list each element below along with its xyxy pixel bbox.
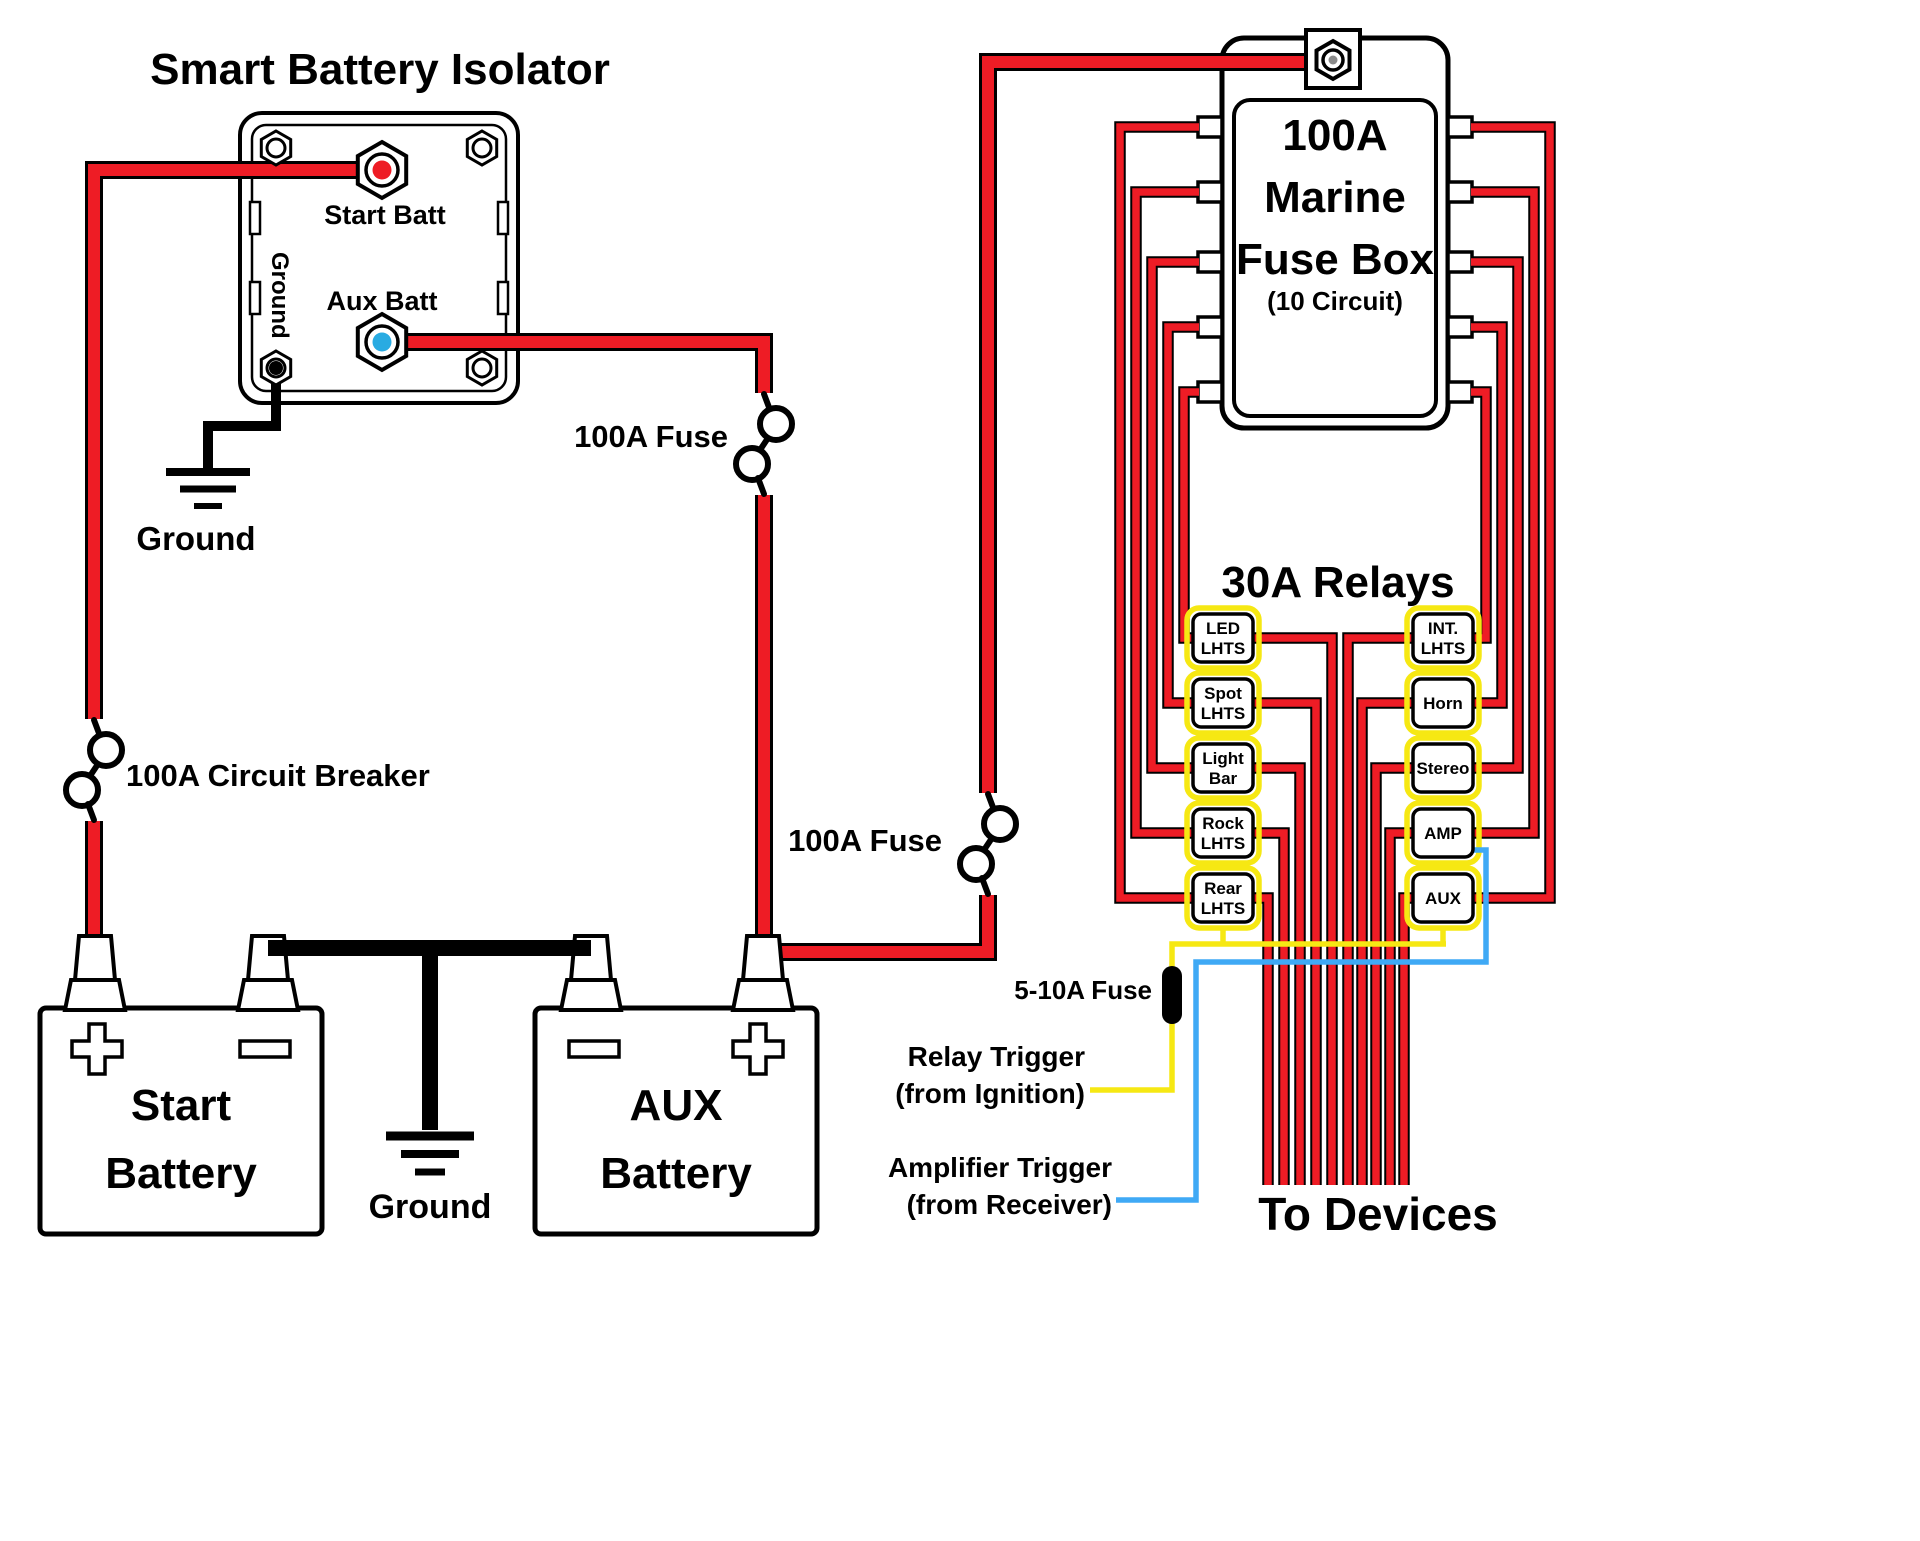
- circuit-breaker-label: 100A Circuit Breaker: [126, 758, 430, 793]
- small-fuse-label: 5-10A Fuse: [1014, 975, 1152, 1005]
- aux-battery-label-line1: AUX: [630, 1081, 723, 1130]
- relay-label: LHTS: [1201, 639, 1245, 658]
- isolator-slot: [248, 200, 262, 236]
- corner-screw-icon: [259, 129, 293, 167]
- aux-battery: AUX Battery: [532, 934, 820, 1237]
- fuse-box-tab: [1446, 250, 1474, 274]
- start-batt-terminal: [355, 139, 409, 201]
- isolator-title: Smart Battery Isolator: [150, 45, 610, 94]
- wire-start-batt-to-start-battery: [85, 161, 382, 950]
- battery-post: [62, 934, 301, 1012]
- small-fuse-icon: [1162, 966, 1182, 1024]
- fuse-box-tab: [1446, 380, 1474, 404]
- fuse-box-tab: [1446, 180, 1474, 204]
- battery-plus-icon: [70, 1022, 124, 1076]
- relay-box-aux: AUX: [1411, 872, 1475, 924]
- relay-box-int-lhts: INT. LHTS: [1411, 612, 1475, 664]
- relay-box-light-bar: Light Bar: [1191, 742, 1255, 794]
- relay-label: LHTS: [1421, 639, 1465, 658]
- ground-symbol-icon: [386, 1131, 474, 1176]
- isolator-inner-box: [250, 123, 508, 393]
- relay-label: INT.: [1428, 619, 1458, 638]
- ground-symbol-icon: [166, 468, 250, 509]
- fuse-label-mid: 100A Fuse: [788, 823, 942, 858]
- fuse-box-label-line3: Fuse Box: [1236, 235, 1435, 284]
- relay-label: Rear: [1204, 879, 1242, 898]
- relay-box-amp: AMP: [1411, 807, 1475, 859]
- relay-label: Spot: [1204, 684, 1242, 703]
- battery-ground-label: Ground: [369, 1188, 492, 1226]
- fuse-box-tab: [1446, 315, 1474, 339]
- fuse-box-tab: [1196, 250, 1224, 274]
- fuse-box-tab: [1196, 180, 1224, 204]
- relay-output-wires: [1253, 632, 1413, 1185]
- fuse-label-top: 100A Fuse: [574, 419, 728, 454]
- marine-fuse-box: 100A Marine Fuse Box (10 Circuit): [1196, 28, 1474, 418]
- isolator-slot: [248, 280, 262, 316]
- relay-label: AMP: [1424, 824, 1462, 843]
- isolator-slot: [496, 200, 510, 236]
- isolator-ground-terminal-label: Ground: [266, 252, 293, 339]
- relay-label: LED: [1206, 619, 1240, 638]
- fuse-box-label-line2: Marine: [1264, 173, 1406, 222]
- amplifier-trigger-label-line1: Amplifier Trigger: [888, 1152, 1112, 1183]
- isolator-slot: [496, 280, 510, 316]
- wire-aux-batt-to-aux-battery: [382, 333, 773, 950]
- to-devices-label: To Devices: [1258, 1188, 1497, 1240]
- corner-screw-icon: [465, 349, 499, 387]
- start-battery-label-line2: Battery: [105, 1149, 257, 1198]
- aux-batt-terminal: [355, 311, 409, 373]
- relay-label: Stereo: [1417, 759, 1470, 778]
- fuse-icon-mid: [957, 791, 1019, 897]
- fuse-box-tab: [1196, 315, 1224, 339]
- relay-trigger-label-line2: (from Ignition): [895, 1078, 1085, 1109]
- aux-battery-label-line2: Battery: [600, 1149, 752, 1198]
- wire-aux-battery-to-fuse-box: [763, 53, 1320, 961]
- corner-screw-icon: [465, 129, 499, 167]
- relay-label: Bar: [1209, 769, 1238, 788]
- amplifier-trigger-label-line2: (from Receiver): [907, 1189, 1112, 1220]
- battery-plus-icon: [731, 1022, 785, 1076]
- start-batt-terminal-label: Start Batt: [324, 200, 446, 230]
- fuse-box-terminal-icon: [1314, 38, 1352, 82]
- battery-minus-icon: [238, 1039, 292, 1059]
- amplifier-trigger-wire: [1116, 847, 1489, 1203]
- fuse-box-label-line1: 100A: [1282, 111, 1387, 160]
- fuse-box-inner: [1232, 98, 1438, 418]
- relay-label: Rock: [1202, 814, 1244, 833]
- fuse-box-label-line4: (10 Circuit): [1267, 286, 1403, 316]
- relay-label: AUX: [1425, 889, 1462, 908]
- battery-minus-icon: [567, 1039, 621, 1059]
- fuse-box-tab: [1446, 115, 1474, 139]
- battery-link-ground-wire: [268, 940, 591, 1130]
- relay-trigger-label-line1: Relay Trigger: [908, 1041, 1086, 1072]
- relay-box-spot-lhts: Spot LHTS: [1191, 677, 1255, 729]
- battery-isolator: [238, 111, 520, 405]
- isolator-ground-label: Ground: [136, 520, 255, 557]
- start-battery-label-line1: Start: [131, 1081, 232, 1130]
- fuse-icon-top: [733, 391, 795, 497]
- ground-terminal: [259, 349, 293, 387]
- relay-label: LHTS: [1201, 899, 1245, 918]
- relay-box-led-lhts: LED LHTS: [1191, 612, 1255, 664]
- circuit-breaker-icon: [63, 717, 125, 823]
- relay-box-rear-lhts: Rear LHTS: [1191, 872, 1255, 924]
- relay-label: Light: [1202, 749, 1244, 768]
- relay-box-rock-lhts: Rock LHTS: [1191, 807, 1255, 859]
- relay-label: Horn: [1423, 694, 1463, 713]
- fuse-box-tab: [1196, 380, 1224, 404]
- isolator-ground-wire: [203, 372, 281, 470]
- relay-trigger-wire: [1090, 605, 1482, 1093]
- start-battery: Start Battery: [37, 934, 325, 1237]
- relays-title: 30A Relays: [1221, 558, 1454, 607]
- relay-label: LHTS: [1201, 704, 1245, 723]
- relay-box-stereo: Stereo: [1411, 742, 1475, 794]
- relay-label: LHTS: [1201, 834, 1245, 853]
- fuse-box-tab: [1196, 115, 1224, 139]
- battery-post: [558, 934, 796, 1012]
- aux-batt-terminal-label: Aux Batt: [326, 286, 437, 316]
- relay-box-horn: Horn: [1411, 677, 1475, 729]
